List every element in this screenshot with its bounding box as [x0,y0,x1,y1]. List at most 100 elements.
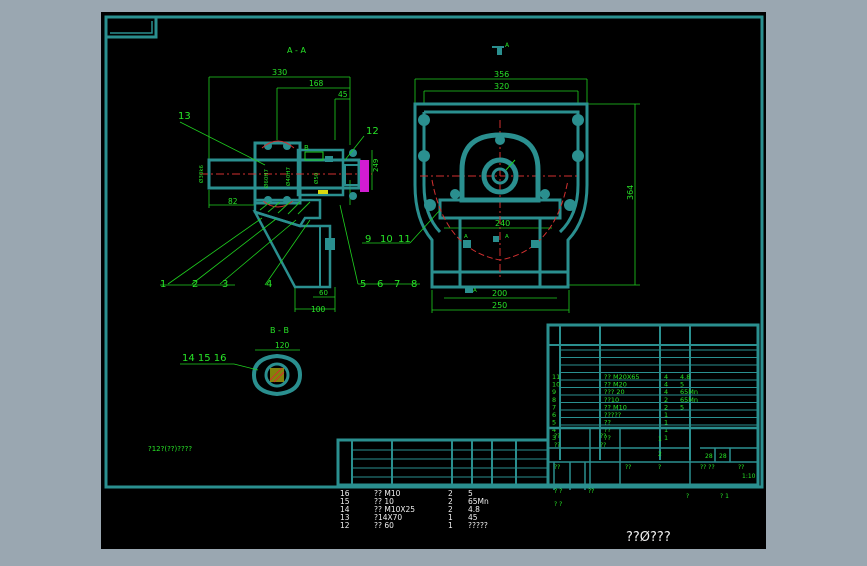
bom-bottom-cell: ????? [468,521,488,530]
bom-right-cell: ?? M10 [604,403,627,411]
svg-text:28: 28 [719,453,727,460]
dim-60: 60 [319,289,328,297]
dim-356: 356 [494,70,509,79]
leader-lines-right [362,209,441,244]
part-label-3: 3 [222,279,228,290]
svg-text:? 1: ? 1 [720,493,729,500]
bom-right-cell: 4 [552,426,556,434]
bom-bottom-cell: 65Mn [468,497,489,506]
fit-60h7: Ø60H7 [263,169,270,188]
bom-right-cell: 3 [552,434,556,442]
support-bracket [252,198,335,289]
bom-right-cell: 65Mn [680,388,698,396]
bom-bottom-cell: 45 [468,513,478,522]
bom-table-bottom [336,438,550,487]
bom-bottom-cell: 14 [340,505,350,514]
drawing-frame [104,15,764,489]
bom-right-cell: ?? M20 [604,381,627,389]
part-label-10: 10 [380,234,393,245]
svg-text:??: ?? [554,442,560,449]
bom-bottom-cell: 4.8 [468,505,480,514]
svg-text:A: A [464,234,468,240]
bom-right-cell: 5 [552,419,556,427]
part-label-14-15-16: 14 15 16 [182,353,227,364]
svg-text:??: ?? [554,464,560,471]
svg-text:A: A [505,234,509,240]
svg-text:?? ??: ?? ?? [700,464,715,471]
section-a-marker: A [492,42,510,55]
bom-right-cell: 7 [552,403,556,411]
bom-right-cell: 1 [664,434,668,442]
part-label-11: 11 [398,234,411,245]
bom-right-cell: 4 [664,381,668,389]
section-b-b-label: B - B [270,326,289,335]
section-a-a-view: A - A 330 168 45 8 2 60 100 249 [160,46,420,314]
dim-120: 120 [275,341,290,350]
bom-bottom-cell: 1 [448,521,453,530]
bom-right-cell: 1 [664,411,668,419]
fit-40h7: Ø40H7 [285,167,292,186]
bom-right-cell: 8 [552,396,556,404]
dim-100: 100 [311,305,326,314]
drawing-title: ??Ø??? [626,530,671,545]
bom-right-cell: ??? 20 [604,388,625,396]
shaft-assembly: B [200,140,372,208]
svg-text:1:10: 1:10 [742,473,756,480]
dim-45: 45 [338,90,348,99]
part-label-5: 5 [360,279,366,290]
svg-text:??: ?? [588,488,594,495]
bom-right-cell: 5 [680,403,684,411]
bom-bottom-cell: 2 [448,505,453,514]
dim-330: 330 [272,68,287,77]
dim-240: 240 [495,219,510,228]
svg-text:??: ?? [738,464,744,471]
svg-text:28: 28 [705,453,713,460]
part-label-8: 8 [411,279,417,290]
dimension-lines-right [414,78,640,313]
svg-text:?: ? [686,493,689,500]
bom-bottom-cell: 15 [340,497,350,506]
bom-right-cell: ?? M20X65 [604,373,640,381]
bom-bottom-cell: 13 [340,513,350,522]
svg-text:? ?: ? ? [554,501,562,508]
part-label-9: 9 [365,234,371,245]
bom-bottom-cell: 2 [448,497,453,506]
svg-text:?: ? [658,464,661,471]
bom-right-cell: 6 [552,411,556,419]
part-label-6: 6 [377,279,383,290]
bom-bottom-cell: 5 [468,489,473,498]
svg-text:??: ?? [554,433,560,440]
svg-text:A: A [505,42,510,49]
bom-right-cell: 10 [552,381,560,389]
bom-bottom-cell: 12 [340,521,350,530]
bom-bottom-cell: ?? M10X25 [374,505,415,514]
dim-250: 250 [492,301,507,310]
fit-30k6: Ø30k6 [198,164,205,183]
part-label-2: 2 [192,279,198,290]
bom-right-cell: 1 [664,419,668,427]
dim-249: 249 [372,159,380,172]
leader-lines-left [160,121,420,286]
bom-right-cell: ?? [604,426,611,434]
technical-requirements-note: ?12?(??)???? [148,445,192,453]
bearing-housing: A A A [459,132,541,294]
svg-text:1: 1 [658,436,662,443]
bom-right-cell: 4 [664,388,668,396]
bom-right-cell: ?? [604,419,611,427]
bom-right-cell: 2 [664,403,668,411]
part-label-7: 7 [394,279,400,290]
bom-right-cell: 4.8 [680,373,690,381]
part-label-1: 1 [160,279,166,290]
dim-168: 168 [309,79,324,88]
bom-bottom-cell: 2 [448,489,453,498]
bom-right-cell: 9 [552,388,556,396]
section-a-a-label: A - A [287,46,306,55]
dimension-lines-top [208,76,373,312]
bom-right-cell: 2 [664,396,668,404]
bom-right-cell: 5 [680,381,684,389]
bom-right-cell: 11 [552,373,560,381]
